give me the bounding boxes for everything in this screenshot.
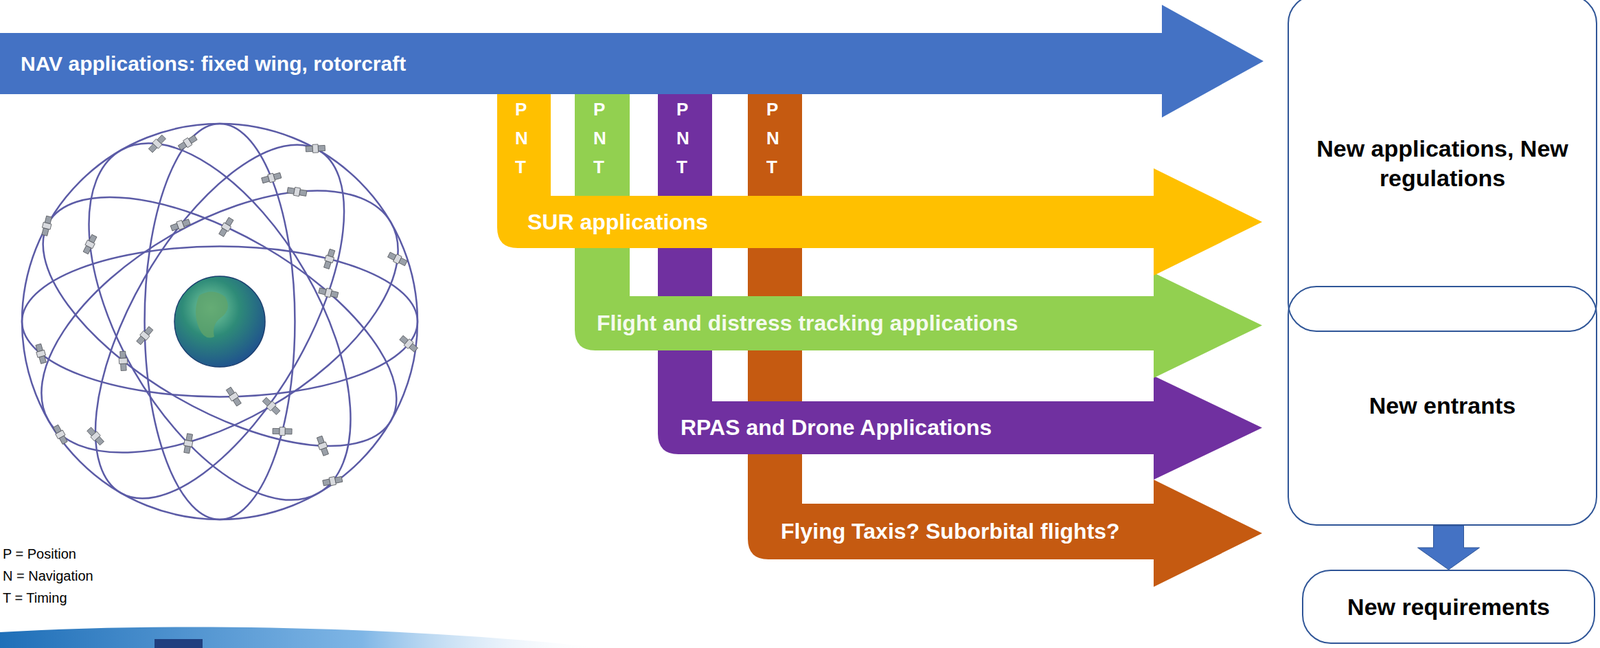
gnss-constellation <box>0 100 441 543</box>
outcome-box: New applications, New regulations <box>1287 0 1598 332</box>
earth <box>174 276 266 367</box>
box-label: New applications, New regulations <box>1308 133 1577 193</box>
satellite <box>260 170 282 185</box>
satellite <box>272 426 292 435</box>
satellite <box>182 432 195 454</box>
satellite <box>52 423 69 445</box>
arrow-label: RPAS and Drone Applications <box>680 401 992 454</box>
arrow-body <box>0 4 1264 118</box>
satellite <box>81 233 98 255</box>
arrow-body <box>497 168 1263 276</box>
pnt-letters: P N T <box>593 94 614 182</box>
satellite <box>261 396 281 416</box>
tracking-arrow: Flight and distress tracking application… <box>574 272 1263 378</box>
satellite <box>398 334 419 353</box>
arrow-body <box>747 479 1263 587</box>
arrow-body <box>657 375 1263 480</box>
pnt-letters: P N T <box>676 94 697 182</box>
future-arrow: Flying Taxis? Suborbital flights? <box>747 479 1263 587</box>
continent <box>195 291 228 338</box>
arrow-label: Flying Taxis? Suborbital flights? <box>780 503 1120 559</box>
arrow-body <box>574 272 1263 378</box>
satellite <box>217 216 235 237</box>
arrow-label: Flight and distress tracking application… <box>596 295 1018 351</box>
key-text: T = Timing <box>2 589 68 606</box>
key-text: N = Navigation <box>2 567 94 584</box>
rpas-arrow: RPAS and Drone Applications <box>657 375 1263 480</box>
satellite <box>177 133 198 152</box>
box-label: New requirements <box>1311 591 1587 622</box>
satellite <box>169 217 191 233</box>
arrow-label: SUR applications <box>527 195 708 248</box>
satellite <box>287 186 308 198</box>
satellite <box>85 425 106 446</box>
satellite <box>147 133 167 154</box>
satellite <box>118 350 128 371</box>
pnt-column <box>747 41 803 529</box>
key-text: P = Position <box>2 545 77 562</box>
satellite <box>317 286 339 299</box>
box-label: New entrants <box>1308 390 1577 421</box>
orbit <box>45 106 394 537</box>
outcome-box: New requirements <box>1301 569 1596 644</box>
satellite <box>305 143 326 153</box>
satellite <box>34 343 48 364</box>
satellite <box>322 248 337 270</box>
satellite <box>135 325 154 346</box>
footer-swoosh <box>0 626 605 648</box>
satellite <box>387 250 408 267</box>
satellite <box>322 474 343 487</box>
sur-arrow: SUR applications <box>497 168 1263 276</box>
outcome-box: New entrants <box>1287 285 1598 526</box>
orbit <box>35 100 404 543</box>
satellite <box>40 215 53 237</box>
arrow-label: NAV applications: fixed wing, rotorcraft <box>20 32 406 95</box>
satellite <box>225 385 243 407</box>
block-arrow <box>1418 525 1480 570</box>
satellite <box>315 435 331 456</box>
pnt-letters: P N T <box>766 94 787 182</box>
footer-mark <box>154 638 203 648</box>
nav-arrow: NAV applications: fixed wing, rotorcraft <box>0 4 1264 118</box>
pnt-letters: P N T <box>515 94 535 182</box>
orbit <box>0 136 441 506</box>
